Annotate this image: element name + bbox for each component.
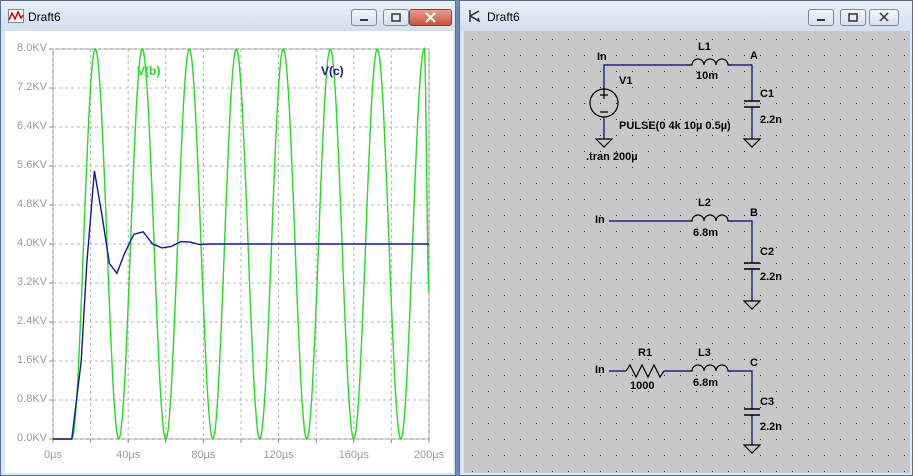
inductor-l2[interactable] — [689, 214, 732, 222]
ground-icon — [594, 138, 614, 148]
node-label-in: In — [595, 364, 605, 376]
x-tick-label[interactable]: 200µs — [413, 449, 445, 461]
wire[interactable] — [732, 220, 753, 263]
tran-directive[interactable]: .tran 200µ — [586, 151, 638, 163]
ground-icon — [742, 300, 762, 310]
wire[interactable] — [603, 64, 689, 93]
minimize-icon — [360, 19, 368, 21]
y-tick-label[interactable]: 4.8KV — [17, 198, 47, 210]
waveform-titlebar[interactable]: Draft6 — [1, 1, 455, 31]
x-tick-label[interactable]: 40µs — [116, 449, 141, 461]
maximize-button[interactable] — [383, 9, 409, 26]
maximize-icon — [848, 13, 858, 22]
maximize-button[interactable] — [840, 9, 866, 26]
schematic-titlebar[interactable]: Draft6 — [460, 1, 912, 31]
schematic-drawing[interactable] — [464, 31, 910, 473]
capacitor-value-c3: 2.2n — [760, 421, 783, 433]
source-name-v1: V1 — [619, 75, 633, 87]
node-label-in: In — [597, 51, 607, 63]
resistor-name-r1: R1 — [638, 347, 653, 359]
waveform-plot[interactable] — [5, 31, 453, 473]
node-label-c: C — [750, 357, 758, 369]
node-label-in: In — [595, 214, 605, 226]
minimize-button[interactable] — [351, 9, 377, 26]
y-tick-label[interactable]: 4.0KV — [17, 237, 47, 249]
inductor-name-l3: L3 — [698, 347, 711, 359]
close-button[interactable] — [409, 9, 452, 26]
wire[interactable] — [732, 370, 753, 409]
legend-vc[interactable]: V(c) — [321, 64, 344, 78]
waveform-app-icon — [8, 9, 24, 23]
inductor-name-l1: L1 — [698, 41, 711, 53]
source-value-v1: PULSE(0 4k 10µ 0.5µ) — [619, 120, 731, 132]
y-tick-label[interactable]: 7.2KV — [17, 81, 47, 93]
capacitor-name-c3: C3 — [760, 396, 775, 408]
y-tick-label[interactable]: 1.6KV — [17, 354, 47, 366]
minimize-button[interactable] — [808, 9, 834, 26]
close-button-inactive[interactable] — [869, 9, 899, 26]
schematic-window[interactable]: Draft6 — [459, 0, 913, 476]
x-tick-label[interactable]: 80µs — [191, 449, 216, 461]
ground-icon — [742, 444, 762, 454]
wire[interactable] — [732, 64, 753, 101]
circuit-c[interactable] — [609, 363, 762, 454]
inductor-value-l2: 6.8m — [693, 227, 719, 239]
inductor-value-l1: 10m — [696, 70, 719, 82]
inductor-name-l2: L2 — [698, 197, 711, 209]
close-icon — [879, 12, 889, 22]
minimize-icon — [817, 19, 825, 21]
resistor-r1[interactable] — [625, 363, 665, 379]
waveform-window[interactable]: Draft6 V(b) V(c) 0.0KV 0.8KV 1.6KV 2.4KV 3.2… — [0, 0, 456, 476]
trace-vc[interactable] — [53, 170, 429, 440]
x-tick-label[interactable]: 0µs — [44, 449, 62, 461]
y-tick-label[interactable]: 3.2KV — [17, 276, 47, 288]
y-tick-label[interactable]: 5.6KV — [17, 159, 47, 171]
inductor-l3[interactable] — [689, 364, 732, 372]
y-tick-label[interactable]: 6.4KV — [17, 120, 47, 132]
circuit-b[interactable] — [609, 214, 762, 310]
schematic-title: Draft6 — [487, 10, 520, 24]
y-tick-label[interactable]: 8.0KV — [17, 42, 47, 54]
capacitor-name-c1: C1 — [760, 88, 775, 100]
capacitor-value-c1: 2.2n — [760, 114, 783, 126]
inductor-value-l3: 6.8m — [693, 377, 719, 389]
schematic-canvas[interactable]: In L1 10m A V1 C1 2.2n PULSE(0 4k 10µ 0.… — [464, 31, 910, 473]
resistor-value-r1: 1000 — [630, 380, 655, 392]
node-label-b: B — [750, 207, 758, 219]
node-label-a: A — [750, 50, 758, 62]
legend-vb[interactable]: V(b) — [137, 64, 161, 78]
capacitor-value-c2: 2.2n — [760, 271, 783, 283]
x-tick-label[interactable]: 120µs — [263, 449, 294, 461]
x-tick-label[interactable]: 160µs — [338, 449, 369, 461]
maximize-icon — [391, 13, 401, 22]
schematic-app-icon — [469, 10, 481, 23]
ground-icon — [742, 138, 762, 148]
polarity-icon — [600, 91, 608, 113]
inductor-l1[interactable] — [689, 58, 732, 66]
y-tick-label[interactable]: 0.8KV — [17, 393, 47, 405]
y-tick-label[interactable]: 2.4KV — [17, 315, 47, 327]
capacitor-name-c2: C2 — [760, 246, 775, 258]
y-tick-label[interactable]: 0.0KV — [17, 432, 47, 444]
circuit-a[interactable] — [589, 58, 762, 148]
plot-pane[interactable]: V(b) V(c) 0.0KV 0.8KV 1.6KV 2.4KV 3.2KV 4.0KV… — [5, 31, 453, 473]
close-icon — [425, 12, 436, 23]
waveform-title: Draft6 — [28, 10, 61, 24]
